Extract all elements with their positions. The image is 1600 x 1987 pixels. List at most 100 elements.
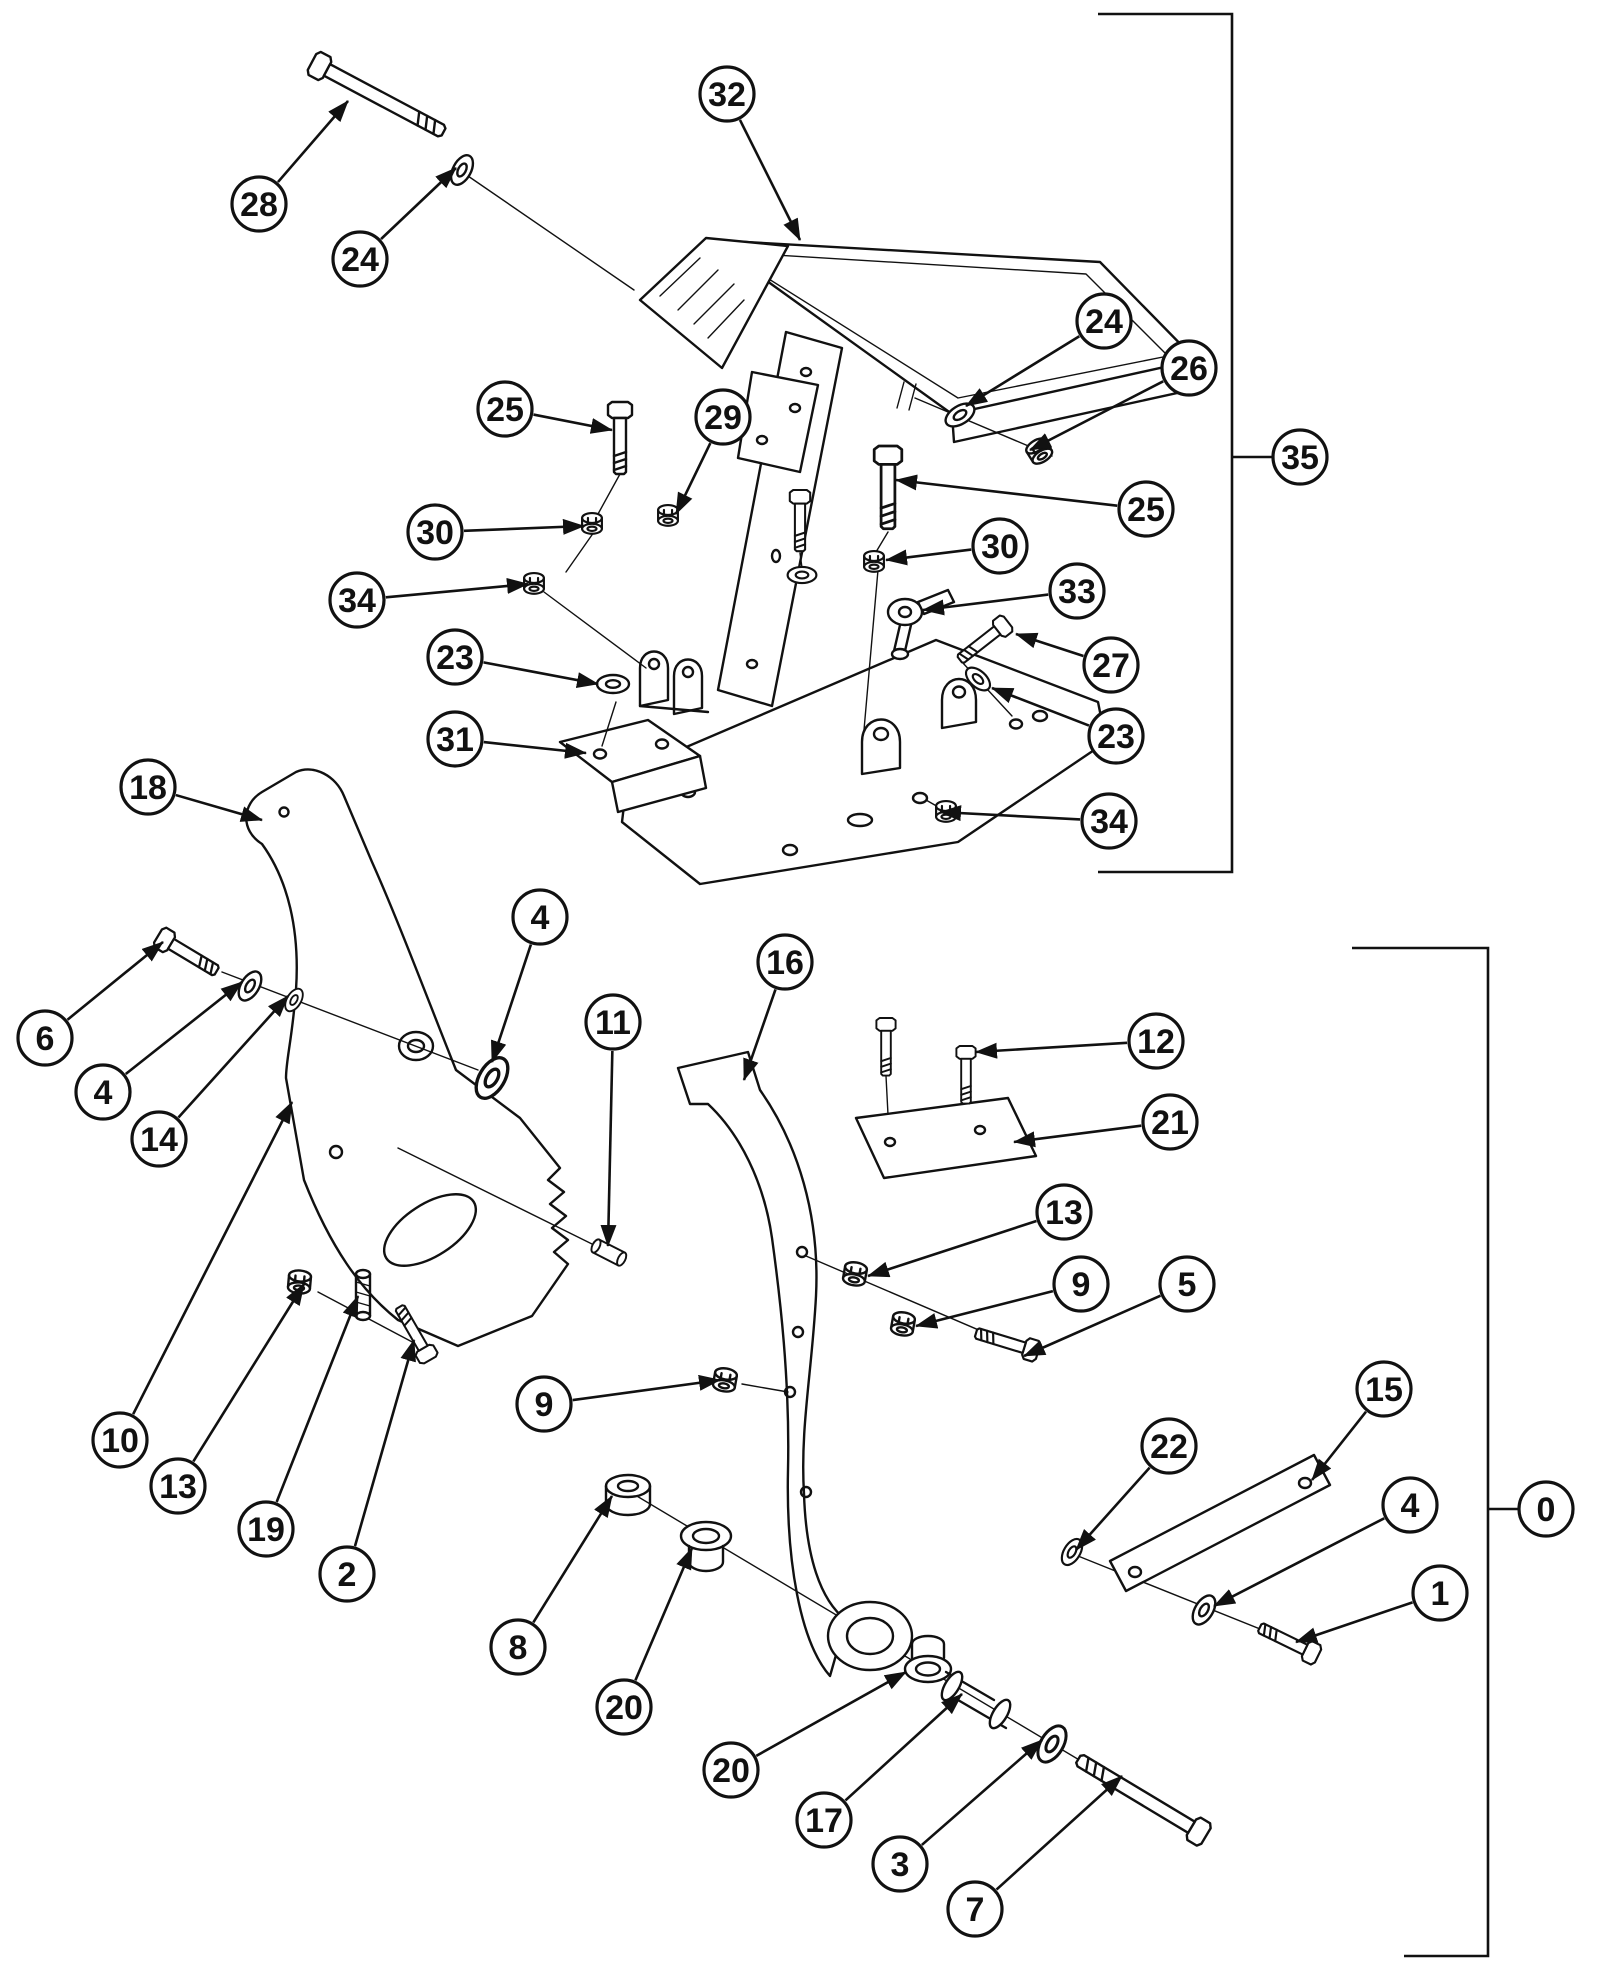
callout-0: 0	[1517, 1480, 1575, 1538]
callout-number: 0	[1537, 1491, 1556, 1529]
callout-26: 26	[1029, 339, 1218, 452]
callout-circle	[149, 1457, 207, 1515]
leader-line	[490, 944, 533, 1063]
leader-line	[991, 686, 1090, 727]
leader-line	[177, 995, 289, 1119]
callout-19: 19	[237, 1295, 360, 1558]
callout-number: 15	[1365, 1371, 1403, 1409]
leader-line	[742, 988, 777, 1081]
callout-circle	[1127, 1012, 1185, 1070]
callout-25: 25	[895, 474, 1175, 538]
callout-34: 34	[939, 792, 1138, 850]
leader-line	[385, 577, 529, 599]
callout-number: 2	[338, 1556, 357, 1594]
callout-circle	[91, 1411, 149, 1469]
leader-line	[885, 548, 972, 566]
callout-number: 18	[129, 769, 167, 807]
callout-circle	[16, 1009, 74, 1067]
callout-circle	[694, 388, 752, 446]
leader-line	[965, 335, 1080, 408]
callout-number: 28	[240, 186, 278, 224]
callout-1: 1	[1295, 1564, 1469, 1644]
callout-number: 29	[704, 399, 742, 437]
callout-15: 15	[1310, 1360, 1413, 1481]
nut-9-right	[888, 1309, 917, 1339]
leader-line	[939, 805, 1081, 822]
bolt-12	[875, 1017, 897, 1077]
callout-number: 8	[509, 1629, 528, 1667]
callout-24: 24	[965, 292, 1133, 408]
callout-circle	[1140, 1417, 1198, 1475]
callout-number: 34	[1090, 803, 1128, 841]
callout-6: 6	[16, 940, 164, 1067]
leader-line	[1015, 632, 1084, 658]
callout-circle	[971, 517, 1029, 575]
callout-circle	[511, 888, 569, 946]
callout-circle	[1117, 480, 1175, 538]
leader-line	[532, 1495, 614, 1624]
lever-16-pivot-eye	[826, 1600, 914, 1672]
callout-number: 21	[1151, 1104, 1189, 1142]
callout-21: 21	[1013, 1093, 1199, 1151]
spacer-17	[940, 1670, 1012, 1730]
callout-3: 3	[871, 1739, 1043, 1893]
callout-number: 24	[341, 241, 379, 279]
callout-circle	[1271, 428, 1329, 486]
nut-13-right	[840, 1259, 869, 1289]
callout-circle	[515, 1375, 573, 1433]
bracket-31	[558, 718, 708, 814]
callout-number: 20	[712, 1752, 750, 1790]
leader-line	[1213, 1517, 1385, 1608]
callout-13: 13	[867, 1183, 1093, 1278]
callout-circle	[698, 65, 756, 123]
callout-number: 16	[766, 944, 804, 982]
callout-circle	[702, 1741, 760, 1799]
nut-30-right	[863, 549, 885, 573]
callout-circle	[1158, 1255, 1216, 1313]
callout-number: 33	[1058, 573, 1096, 611]
leader-line	[1029, 380, 1164, 452]
leader-line	[131, 1101, 294, 1415]
callout-number: 12	[1137, 1023, 1175, 1061]
callout-number: 3	[891, 1846, 910, 1884]
callout-circle	[871, 1835, 929, 1893]
bolt-25-right	[872, 444, 904, 531]
callout-circle	[1411, 1564, 1469, 1622]
callout-number: 30	[981, 528, 1019, 566]
callout-circle	[946, 1880, 1004, 1938]
callout-number: 6	[36, 1020, 55, 1058]
callout-circle	[1087, 707, 1145, 765]
leader-line	[533, 413, 613, 434]
callout-number: 23	[436, 639, 474, 677]
leader-line	[175, 793, 263, 822]
bracket-0-line	[1352, 946, 1490, 1958]
leader-line	[483, 661, 599, 688]
callout-circle	[1082, 636, 1140, 694]
callout-20: 20	[702, 1670, 907, 1799]
leader-line	[275, 1295, 360, 1503]
leader-line	[124, 980, 243, 1076]
leader-line	[572, 1374, 721, 1402]
callout-number: 25	[486, 391, 524, 429]
callout-23: 23	[426, 628, 599, 688]
callout-30: 30	[406, 503, 585, 561]
callout-14: 14	[130, 995, 289, 1168]
callout-circle	[1160, 339, 1218, 397]
callout-number: 23	[1097, 718, 1135, 756]
callout-circle	[489, 1618, 547, 1676]
callout-31: 31	[426, 710, 587, 768]
callout-number: 5	[1178, 1266, 1197, 1304]
leader-line	[380, 167, 457, 240]
callout-circle	[1035, 1183, 1093, 1241]
callout-number: 10	[101, 1422, 139, 1460]
callout-4: 4	[1213, 1476, 1439, 1608]
leader-line	[674, 442, 712, 515]
leader-line	[1075, 1466, 1151, 1551]
callout-9: 9	[915, 1255, 1110, 1329]
callout-13: 13	[149, 1283, 306, 1515]
washer-4-right	[1186, 1590, 1222, 1630]
leader-line	[755, 1670, 907, 1757]
leader-line	[1023, 1294, 1161, 1358]
lever-16	[676, 1050, 848, 1678]
washer-22	[1056, 1534, 1088, 1570]
